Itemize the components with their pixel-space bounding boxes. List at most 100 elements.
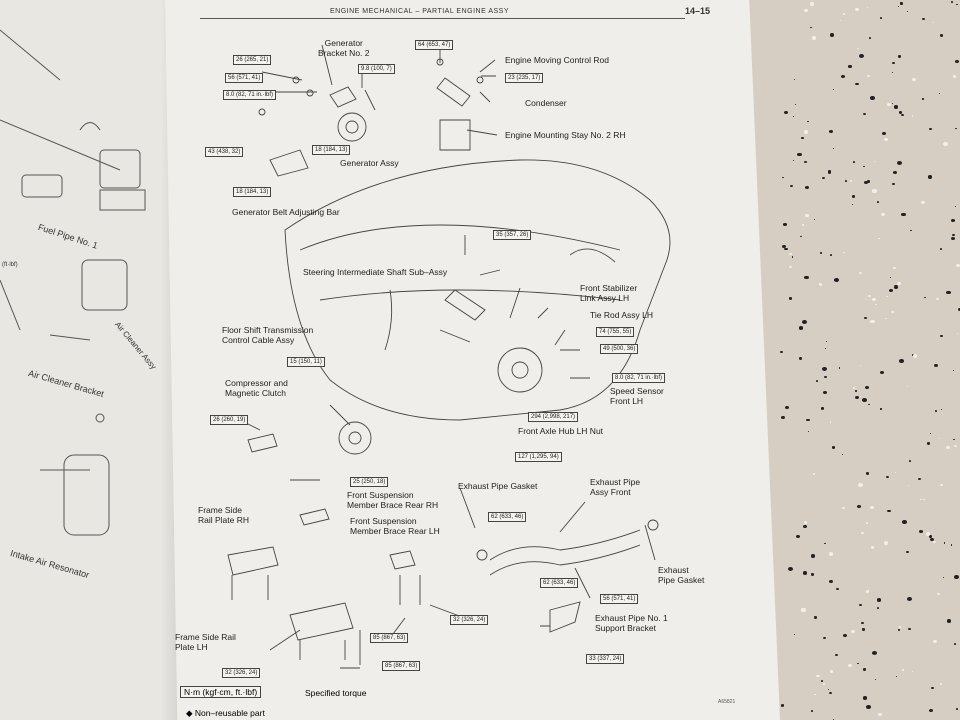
page-header: ENGINE MECHANICAL – PARTIAL ENGINE ASSY … <box>330 6 710 20</box>
floor-speck <box>823 375 827 379</box>
floor-speck <box>888 289 893 293</box>
label-engine-mounting-stay: Engine Mounting Stay No. 2 RH <box>505 130 626 140</box>
floor-speck <box>862 628 866 631</box>
floor-speck <box>800 236 802 238</box>
floor-speck <box>862 398 867 403</box>
floor-speck <box>855 8 859 11</box>
floor-speck <box>862 696 868 700</box>
floor-speck <box>842 506 846 510</box>
floor-speck <box>780 350 783 354</box>
floor-speck <box>834 653 839 657</box>
floor-speck <box>922 17 926 20</box>
floor-speck <box>943 576 945 578</box>
floor-speck <box>878 237 881 240</box>
floor-speck <box>866 298 868 300</box>
floor-speck <box>939 33 944 37</box>
torque-box: 35 (357, 26) <box>493 230 532 240</box>
floor-speck <box>901 669 904 671</box>
floor-speck <box>927 175 933 180</box>
floor-speck <box>953 575 959 579</box>
floor-speck <box>832 89 835 91</box>
floor-speck <box>844 180 847 182</box>
floor-speck <box>954 643 957 645</box>
floor-speck <box>829 129 834 134</box>
floor-speck <box>933 640 938 644</box>
floor-speck <box>849 179 853 182</box>
floor-speck <box>865 472 869 475</box>
floor-speck <box>940 409 943 411</box>
torque-box: 85 (867, 63) <box>370 633 409 643</box>
floor-speck <box>887 103 891 107</box>
floor-speck <box>953 75 957 78</box>
floor-speck <box>879 371 884 375</box>
floor-speck <box>794 103 797 105</box>
floor-speck <box>797 152 802 157</box>
floor-speck <box>857 482 863 487</box>
torque-box: 18 (184, 13) <box>312 145 351 155</box>
floor-speck <box>925 532 931 537</box>
floor-speck <box>820 680 824 683</box>
floor-speck <box>859 54 865 59</box>
floor-speck <box>813 218 815 220</box>
torque-box: 33 (337, 24) <box>586 654 625 664</box>
floor-speck <box>950 1 954 4</box>
floor-speck <box>820 252 822 254</box>
torque-box: 49 (500, 36) <box>600 344 639 354</box>
floor-speck <box>829 253 832 256</box>
torque-box: 23 (235, 17) <box>505 73 544 83</box>
floor-speck <box>864 385 869 389</box>
floor-speck <box>832 445 836 449</box>
floor-speck <box>870 319 875 324</box>
label-exhaust-gasket: Exhaust Pipe Gasket <box>458 481 538 491</box>
floor-speck <box>932 540 936 544</box>
torque-box: 18 (184, 13) <box>233 187 272 197</box>
torque-box: 26 (260, 19) <box>210 415 249 425</box>
floor-speck <box>880 408 882 410</box>
floor-speck <box>851 195 855 198</box>
floor-speck <box>828 691 832 694</box>
left-label-unit: (ft·lbf) <box>2 262 18 268</box>
floor-speck <box>816 674 820 678</box>
floor-speck <box>873 160 876 163</box>
floor-speck <box>855 82 859 86</box>
floor-speck <box>866 590 870 593</box>
floor-speck <box>893 105 899 110</box>
floor-speck <box>792 159 795 161</box>
floor-speck <box>940 334 943 337</box>
floor-speck <box>896 160 902 165</box>
label-exhaust-front: Exhaust Pipe Assy Front <box>590 477 641 497</box>
floor-speck <box>823 391 828 395</box>
floor-speck <box>825 341 827 343</box>
floor-speck <box>869 506 874 510</box>
floor-speck <box>834 278 839 282</box>
floor-speck <box>900 113 905 117</box>
floor-speck <box>857 48 859 50</box>
floor-speck <box>839 367 841 369</box>
floor-speck <box>881 212 886 217</box>
floor-speck <box>841 75 845 79</box>
floor-speck <box>866 705 871 709</box>
floor-speck <box>951 544 953 546</box>
floor-speck <box>780 704 785 708</box>
floor-speck <box>820 407 825 410</box>
floor-speck <box>879 17 883 20</box>
floor-speck <box>929 432 931 434</box>
floor-speck <box>885 317 887 319</box>
torque-box: 62 (633, 46) <box>488 512 527 522</box>
floor-speck <box>804 521 808 524</box>
floor-speck <box>823 683 826 685</box>
label-front-stabilizer: Front Stabilizer Link Assy LH <box>580 283 638 303</box>
floor-speck <box>852 387 856 390</box>
floor-speck <box>872 651 878 656</box>
floor-speck <box>827 170 832 174</box>
floor-speck <box>876 607 879 610</box>
floor-speck <box>923 498 925 500</box>
floor-speck <box>782 176 784 178</box>
floor-speck <box>801 223 805 226</box>
floor-speck <box>842 13 845 15</box>
floor-speck <box>940 483 943 486</box>
floor-speck <box>802 524 808 529</box>
floor-speck <box>804 9 809 13</box>
floor-speck <box>858 603 862 606</box>
